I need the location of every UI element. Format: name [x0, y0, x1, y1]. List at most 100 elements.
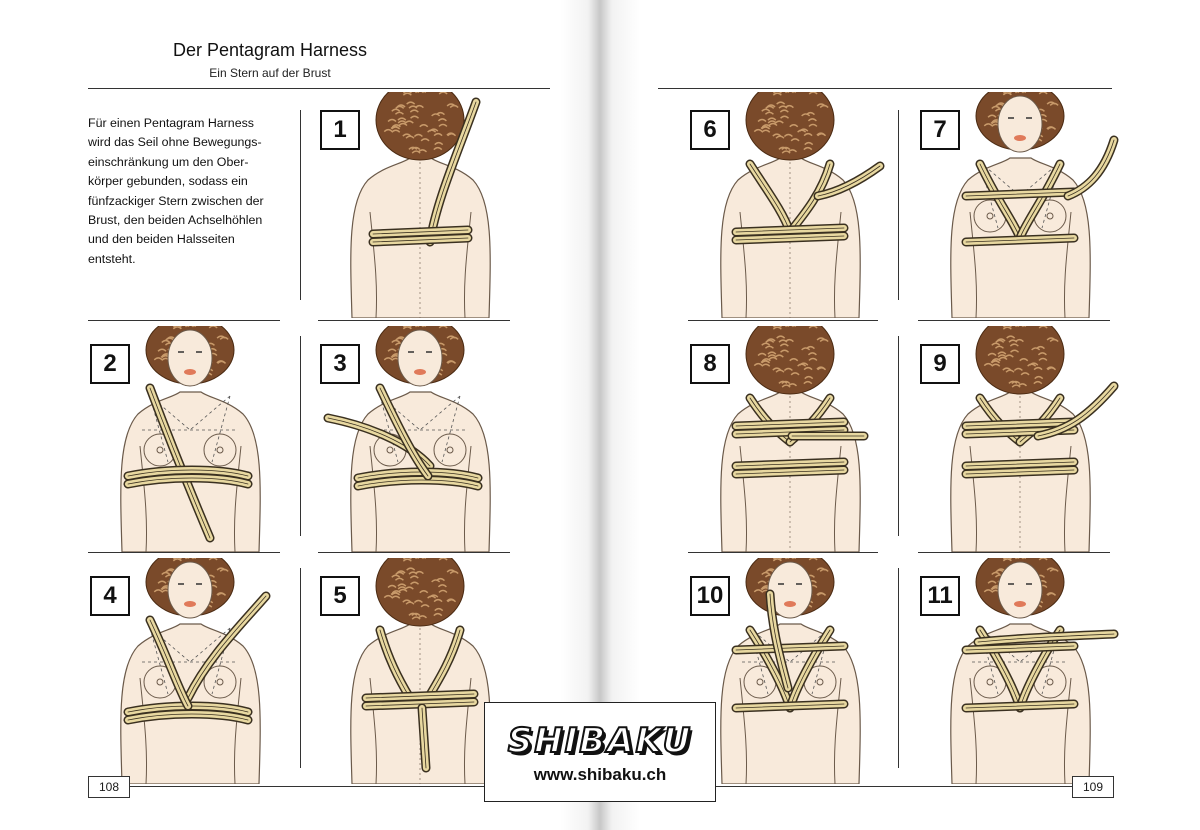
- arm-line: [139, 677, 148, 784]
- arm-line: [969, 445, 978, 552]
- hair-curl: [1002, 92, 1012, 96]
- hair-curl: [217, 360, 227, 364]
- hair-curl: [391, 574, 401, 578]
- hair-curl: [391, 124, 401, 128]
- lips: [784, 601, 796, 607]
- lips: [1014, 601, 1026, 607]
- chest-outline: [203, 665, 237, 699]
- pentagram-guide: [142, 395, 238, 463]
- hair-curl: [411, 616, 421, 620]
- step-number: 10: [690, 576, 730, 616]
- hair-curl: [405, 135, 415, 139]
- hair-curl: [804, 375, 814, 380]
- hair-curl: [1015, 558, 1025, 560]
- rope-stripe: [735, 227, 845, 241]
- hair-curl: [778, 146, 788, 150]
- rope-stripe: [327, 417, 431, 467]
- hair-curl: [1017, 558, 1027, 560]
- step-illustration: [323, 326, 491, 552]
- hair-curl: [1002, 326, 1012, 328]
- hair-curl: [761, 129, 771, 133]
- hair-curl: [772, 558, 782, 560]
- shibaku-logo-box[interactable]: SHIBAKU www.shibaku.ch: [484, 702, 716, 802]
- hair-curl: [816, 567, 826, 571]
- hair-curl: [1047, 367, 1057, 371]
- arm-line: [833, 677, 842, 784]
- hair-curl: [804, 141, 814, 146]
- chest-detail: [816, 678, 824, 686]
- grid-vline: [300, 110, 301, 300]
- hair-curl: [187, 558, 197, 560]
- grid-vline: [898, 336, 899, 536]
- page-subtitle: Ein Stern auf der Brust: [209, 66, 331, 80]
- rope-stripe: [149, 619, 189, 707]
- shibaku-logo: SHIBAKU: [507, 720, 693, 762]
- left-page: [0, 0, 598, 830]
- hair-curl: [766, 338, 776, 342]
- hair-curl: [761, 358, 771, 362]
- step-panel-4: 4: [88, 558, 293, 784]
- hair-curl: [772, 326, 782, 328]
- hair-curl: [1034, 375, 1044, 380]
- hair-curl: [402, 92, 412, 96]
- hair-curl: [408, 146, 418, 150]
- hair-curl: [774, 354, 784, 358]
- hair-curl: [216, 335, 226, 339]
- hair-curl: [772, 558, 782, 562]
- hair-curl: [437, 584, 447, 588]
- header-rule-right: [658, 88, 1112, 89]
- hair-curl: [1004, 354, 1014, 358]
- hair-curl: [157, 348, 167, 352]
- hair-curl: [807, 118, 817, 122]
- rope-stripe: [1019, 163, 1061, 239]
- hair-curl: [816, 103, 826, 107]
- hair-curl: [1038, 326, 1048, 329]
- hair-curl: [1010, 349, 1020, 353]
- lips: [414, 369, 426, 375]
- website-url[interactable]: www.shibaku.ch: [533, 765, 667, 784]
- hair-curl: [808, 357, 818, 361]
- step-panel-5: 5: [318, 558, 523, 784]
- step-panel-10: 10: [688, 558, 893, 784]
- hair-curl: [1038, 92, 1048, 95]
- hair-curl: [411, 146, 421, 151]
- hair-curl: [446, 103, 456, 107]
- hair-curl: [772, 92, 782, 94]
- hair-curl: [775, 369, 785, 373]
- hair-curl: [987, 114, 997, 118]
- grid-hline: [88, 320, 280, 321]
- step-illustration: [950, 92, 1119, 318]
- hair-curl: [391, 108, 401, 112]
- hair-curl: [761, 360, 771, 364]
- hair-curl: [411, 612, 421, 617]
- hair-curl: [780, 115, 790, 119]
- hair-curl: [803, 132, 813, 137]
- chest-detail: [986, 212, 994, 220]
- hair-curl: [411, 150, 421, 154]
- hair-curl: [1046, 567, 1056, 571]
- hair-curl: [402, 326, 412, 328]
- hair-curl: [431, 113, 441, 117]
- step-panel-7: 7: [918, 92, 1123, 318]
- intro-line: Brust, den beiden Achselhöhlen: [88, 213, 263, 228]
- hair-curl: [983, 589, 993, 593]
- grid-hline: [688, 552, 878, 553]
- hair-curl: [185, 326, 195, 328]
- grid-vline: [300, 336, 301, 536]
- hair-curl: [447, 133, 457, 137]
- intro-line: körper gebunden, sodass ein: [88, 174, 248, 189]
- hair-curl: [435, 111, 445, 116]
- hair-curl: [995, 339, 1005, 343]
- step-number: 1: [320, 110, 360, 150]
- hair-curl: [805, 111, 815, 116]
- chest-detail: [216, 446, 224, 454]
- hair-curl: [447, 599, 457, 603]
- hair-curl: [761, 108, 771, 112]
- hair-curl: [761, 571, 771, 576]
- step-number: 11: [920, 576, 960, 616]
- hair-curl: [172, 558, 182, 562]
- arm-line: [463, 211, 472, 318]
- hair-curl: [987, 352, 997, 357]
- hair-curl: [991, 363, 1001, 367]
- footer-rule-left: [88, 786, 488, 787]
